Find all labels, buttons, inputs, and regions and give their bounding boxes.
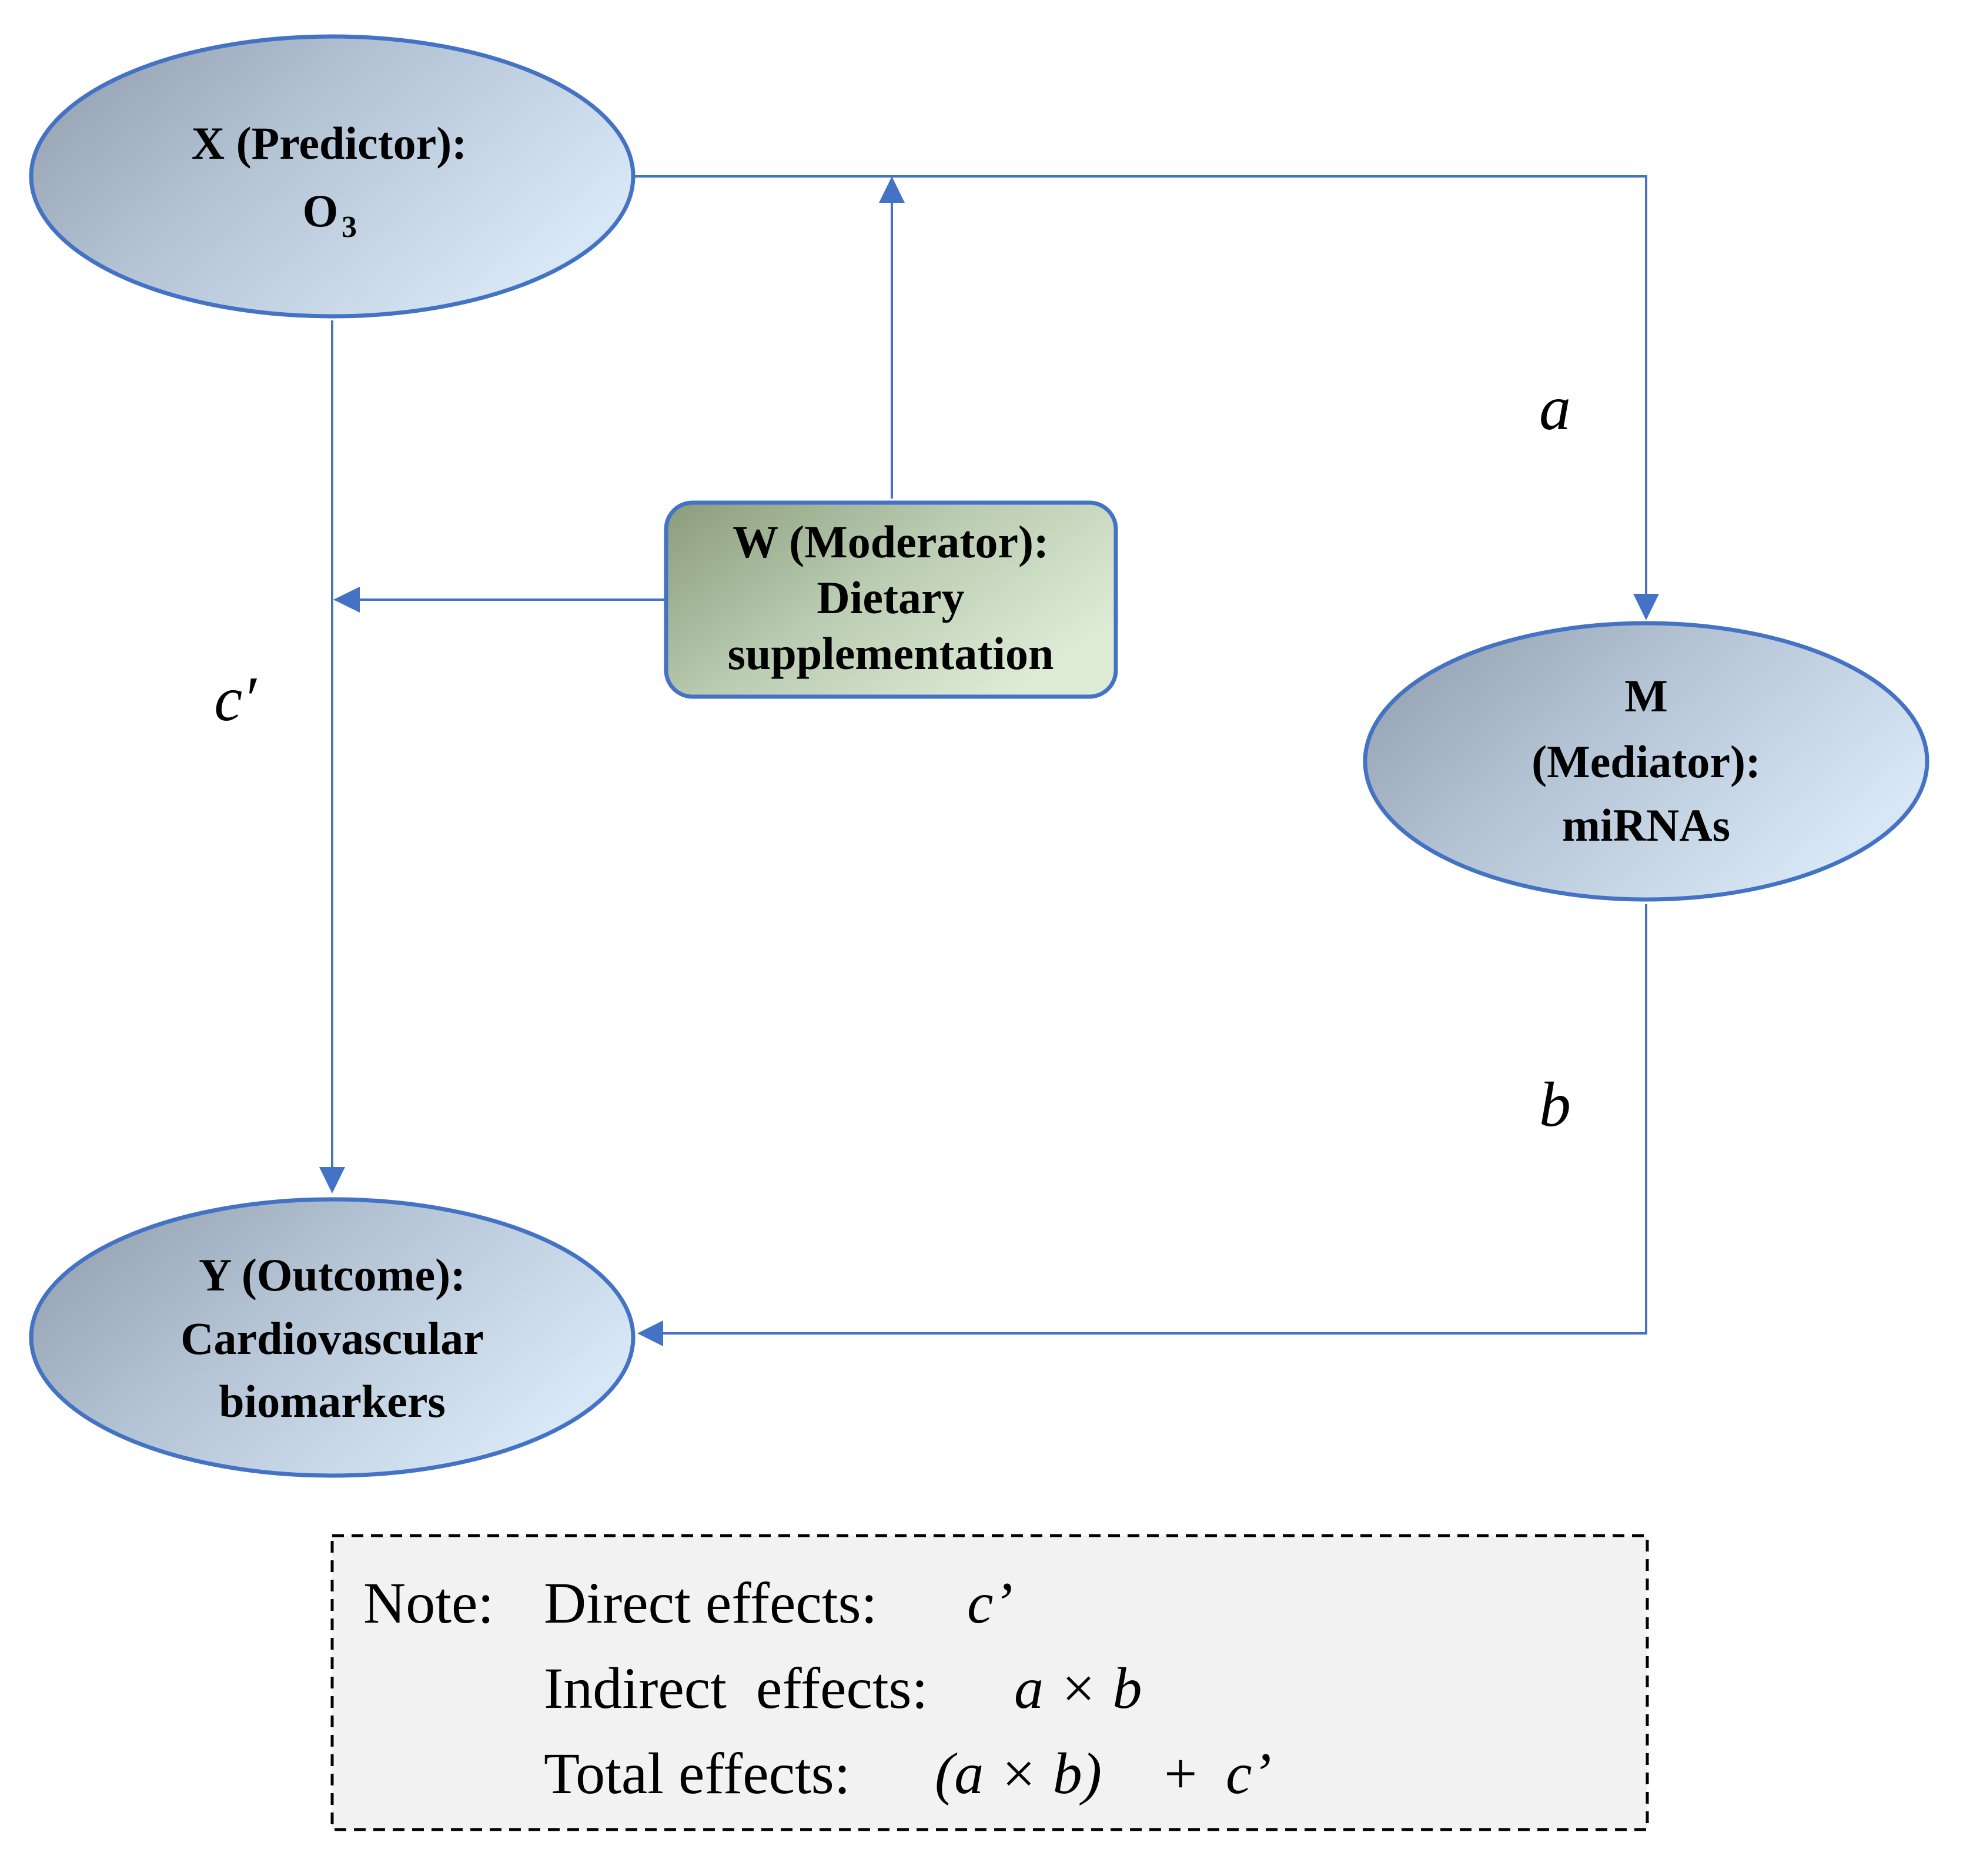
node-x-predictor: X (Predictor): O 3 (29, 34, 636, 319)
note-prefix: Note: (363, 1570, 494, 1636)
note-direct-value: c’ (967, 1570, 1013, 1636)
path-label-a: a (1539, 373, 1571, 443)
node-x-subscript: 3 (342, 210, 357, 244)
note-box: Note: Direct effects: c’ Indirect effect… (330, 1534, 1649, 1831)
edge-m-to-y (663, 904, 1647, 1335)
node-x-label: X (Predictor): (192, 118, 467, 169)
path-label-c-prime: c′ (214, 664, 257, 734)
node-y-outcome: Y (Outcome): Cardiovascular biomarkers (29, 1197, 636, 1478)
node-w-moderator: W (Moderator): Dietary supplementation (664, 500, 1118, 699)
node-m-mediator: M (Mediator): miRNAs (1363, 621, 1929, 902)
node-w-value-line1: Dietary (817, 572, 964, 623)
note-total-value-product: (a × b) (935, 1741, 1102, 1806)
node-y-value-line2: biomarkers (219, 1376, 446, 1427)
node-x-value: O (303, 185, 339, 236)
node-y-value-line1: Cardiovascular (180, 1313, 484, 1364)
node-y-label: Y (Outcome): (199, 1249, 466, 1300)
note-direct-label: Direct effects: (544, 1570, 877, 1636)
note-total-value-c-prime: c’ (1226, 1741, 1272, 1806)
arrowhead-y-from-x (319, 1167, 345, 1193)
note-total-value-plus: + (1149, 1741, 1212, 1806)
note-indirect-label: Indirect effects: (544, 1656, 928, 1721)
note-indirect-value: a × b (1014, 1656, 1142, 1721)
node-w-value-line2: supplementation (728, 628, 1054, 679)
edge-x-to-m (634, 175, 1647, 594)
arrowhead-c-path (333, 587, 360, 613)
node-m-label-letter: M (1624, 670, 1668, 721)
node-m-value: miRNAs (1562, 800, 1730, 851)
node-w-label: W (Moderator): (733, 516, 1049, 567)
path-label-b: b (1539, 1070, 1571, 1140)
arrowhead-m (1633, 594, 1659, 620)
note-total-label: Total effects: (544, 1741, 850, 1806)
node-m-label-role: (Mediator): (1531, 736, 1761, 787)
arrowhead-a-path (879, 176, 905, 203)
arrowhead-y-from-m (637, 1320, 663, 1346)
